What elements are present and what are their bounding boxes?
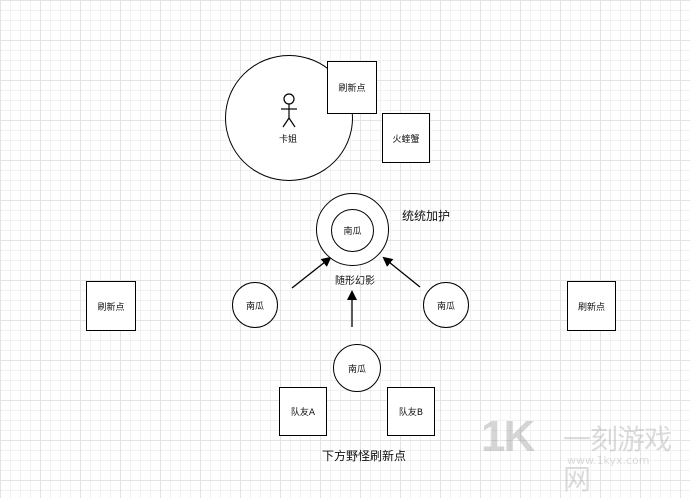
pumpkin-right-node: 南瓜 (423, 282, 469, 328)
bottom-caption: 下方野怪刷新点 (322, 449, 407, 463)
protection-label: 统统加护 (402, 209, 451, 223)
boss-spawn-box: 刷新点 (327, 61, 377, 114)
arrow-left-to-center (291, 256, 332, 289)
spawn-left-box: 刷新点 (86, 281, 136, 331)
teammate-a-box: 队友A (279, 387, 327, 436)
watermark-url: www.1kyx.com (567, 454, 650, 467)
arrow-right-to-center (382, 256, 421, 288)
fire-scorpion-box: 火蝰蟹 (382, 113, 430, 163)
boss-figure-icon (281, 93, 297, 128)
teammate-b-box: 队友B (387, 387, 435, 436)
pumpkin-left-node: 南瓜 (232, 282, 278, 328)
pumpkin-bottom-node: 南瓜 (333, 344, 381, 392)
boss-name-label: 卡姐 (279, 135, 298, 145)
watermark-logo: 1K (481, 412, 535, 461)
phantom-label: 随形幻影 (335, 276, 375, 287)
watermark: 1K 一刻游戏网 www.1kyx.com (475, 408, 690, 496)
center-pumpkin-node: 南瓜 (331, 209, 374, 252)
connector-layer (281, 93, 421, 327)
spawn-right-box: 刷新点 (567, 281, 616, 331)
protection-ring-outer (316, 193, 389, 266)
